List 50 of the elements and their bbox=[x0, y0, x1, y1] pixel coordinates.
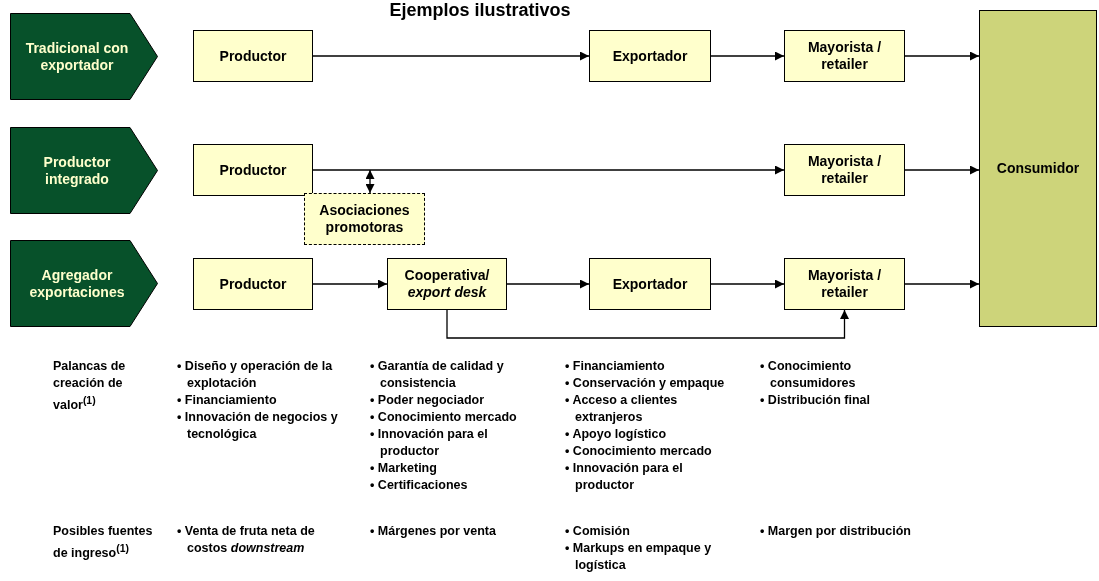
row-header: Posibles fuentes de ingreso$^{(1)}$ bbox=[53, 523, 153, 563]
process-box: Productor bbox=[193, 144, 313, 196]
bullet-item: • Certificaciones bbox=[370, 477, 469, 494]
bullet-item: • Conservación y empaque bbox=[565, 375, 726, 392]
chevron-label: Tradicional con exportador bbox=[10, 13, 158, 100]
arrow bbox=[312, 51, 590, 61]
bullet-item: • Marketing bbox=[370, 460, 438, 477]
row-header: Palancas de creación de valor$^{(1)}$ bbox=[53, 358, 127, 415]
bullet-item: • Acceso a clientes extranjeros bbox=[565, 392, 679, 426]
title: Ejemplos ilustrativos bbox=[388, 0, 572, 21]
bullet-item: • Conocimiento mercado bbox=[565, 443, 713, 460]
process-box: Exportador bbox=[589, 30, 711, 82]
bullet-item: • Financiamiento bbox=[177, 392, 278, 409]
bullet-item: • Innovación para el productor bbox=[565, 460, 684, 494]
process-box: Mayorista / retailer bbox=[784, 30, 905, 82]
process-box: Exportador bbox=[589, 258, 711, 310]
bullet-item: • Margen por distribución bbox=[760, 523, 912, 540]
consumer-box: Consumidor bbox=[979, 10, 1097, 327]
bullet-item: • Venta de fruta neta de costos downstream bbox=[177, 523, 316, 557]
bullet-item: • Garantía de calidad y consistencia bbox=[370, 358, 505, 392]
bullet-item: • Diseño y operación de la explotación bbox=[177, 358, 334, 392]
arrow bbox=[710, 279, 785, 289]
process-box: Mayorista / retailer bbox=[784, 258, 905, 310]
dashed-box: Asociaciones promotoras bbox=[304, 193, 425, 245]
chevron-label: Agregador exportaciones bbox=[10, 240, 158, 327]
chevron-label: Productor integrado bbox=[10, 127, 158, 214]
arrow bbox=[904, 51, 980, 61]
arrow bbox=[312, 165, 785, 175]
process-box: Mayorista / retailer bbox=[784, 144, 905, 196]
bullet-item: • Financiamiento bbox=[565, 358, 666, 375]
arrow bbox=[446, 309, 849, 339]
process-box: Productor bbox=[193, 258, 313, 310]
bullet-item: • Innovación de negocios y tecnológica bbox=[177, 409, 339, 443]
arrow bbox=[904, 279, 980, 289]
bullet-item: • Márgenes por venta bbox=[370, 523, 497, 540]
arrow bbox=[506, 279, 590, 289]
bullet-item: • Conocimiento mercado bbox=[370, 409, 518, 426]
bullet-item: • Markups en empaque y logística bbox=[565, 540, 713, 574]
arrow bbox=[312, 279, 388, 289]
arrow bbox=[365, 169, 375, 194]
arrow bbox=[710, 51, 785, 61]
bullet-item: • Apoyo logístico bbox=[565, 426, 668, 443]
bullet-item: • Innovación para el productor bbox=[370, 426, 489, 460]
process-box: Cooperativa/ export desk bbox=[387, 258, 507, 310]
process-box: Productor bbox=[193, 30, 313, 82]
arrow bbox=[904, 165, 980, 175]
bullet-item: • Poder negociador bbox=[370, 392, 486, 409]
bullet-item: • Conocimiento consumidores bbox=[760, 358, 857, 392]
bullet-item: • Comisión bbox=[565, 523, 631, 540]
bullet-item: • Distribución final bbox=[760, 392, 871, 409]
